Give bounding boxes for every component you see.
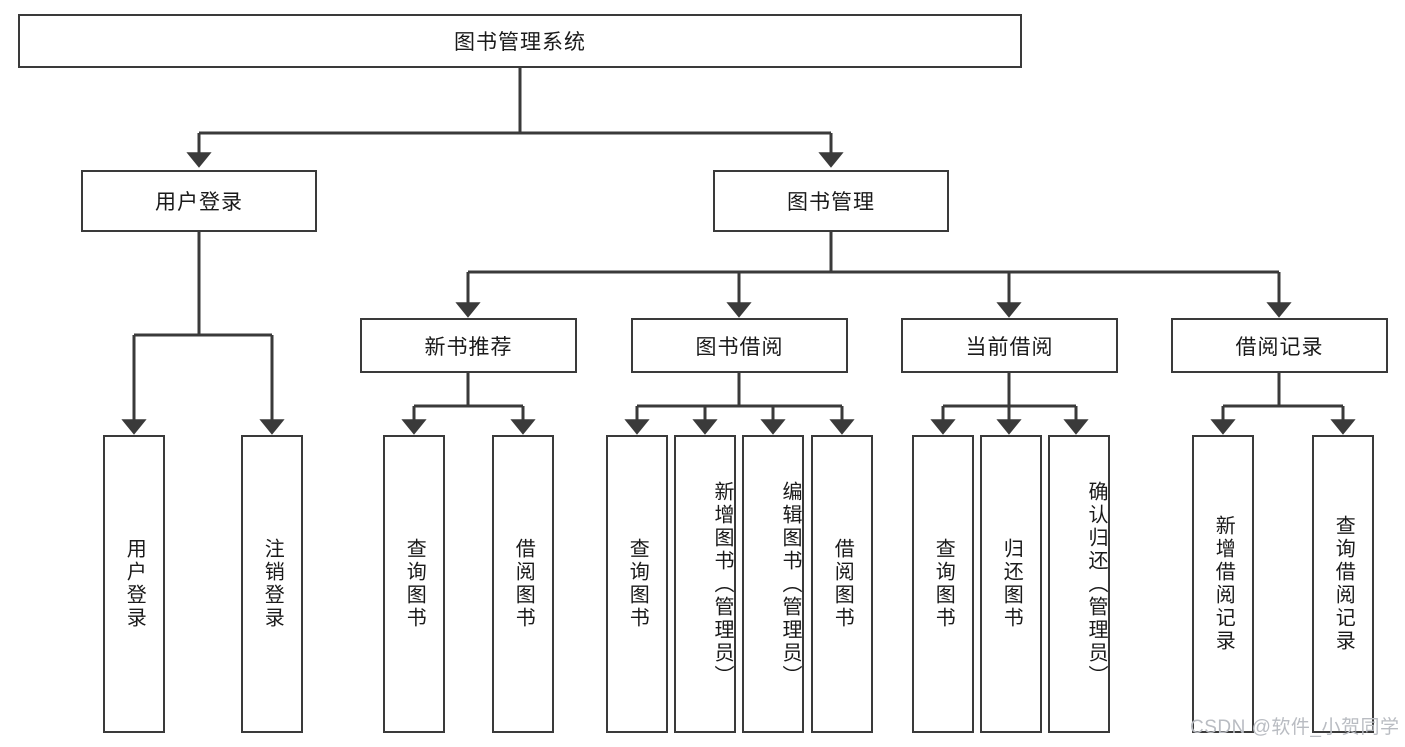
node-label: 查询图书 (932, 538, 955, 630)
node-label: 当前借阅 (965, 335, 1054, 359)
node-label: 确认归还（管理员） (1085, 480, 1107, 688)
node-book-management[interactable]: 图书管理 (713, 170, 949, 232)
node-label: 借阅图书 (512, 538, 535, 630)
leaf-edit-book-admin[interactable]: 编辑图书（管理员） (742, 435, 804, 733)
leaf-borrow-books-borrow[interactable]: 借阅图书 (811, 435, 873, 733)
leaf-add-book-admin[interactable]: 新增图书（管理员） (674, 435, 736, 733)
node-label: 新书推荐 (424, 335, 513, 359)
node-borrow-records[interactable]: 借阅记录 (1171, 318, 1388, 373)
leaf-user-login[interactable]: 用户登录 (103, 435, 165, 733)
node-root-library-system[interactable]: 图书管理系统 (18, 14, 1022, 68)
node-label: 查询图书 (626, 538, 649, 630)
node-label: 借阅记录 (1235, 335, 1324, 359)
leaf-query-borrow-record[interactable]: 查询借阅记录 (1312, 435, 1374, 733)
node-label: 查询图书 (403, 538, 426, 630)
leaf-query-books-borrow[interactable]: 查询图书 (606, 435, 668, 733)
node-label: 图书借阅 (695, 335, 784, 359)
node-label: 新增借阅记录 (1212, 515, 1235, 653)
node-label: 归还图书 (1000, 538, 1023, 630)
node-label: 用户登录 (155, 191, 243, 214)
leaf-confirm-return-admin[interactable]: 确认归还（管理员） (1048, 435, 1110, 733)
leaf-query-books-recommend[interactable]: 查询图书 (383, 435, 445, 733)
node-user-login[interactable]: 用户登录 (81, 170, 317, 232)
node-label: 图书管理系统 (454, 31, 586, 54)
node-label: 注销登录 (261, 538, 284, 630)
node-label: 编辑图书（管理员） (779, 480, 801, 688)
node-book-borrow[interactable]: 图书借阅 (631, 318, 848, 373)
node-label: 用户登录 (123, 538, 146, 630)
node-label: 图书管理 (787, 191, 875, 214)
leaf-query-books-current[interactable]: 查询图书 (912, 435, 974, 733)
node-new-book-recommend[interactable]: 新书推荐 (360, 318, 577, 373)
node-current-borrow[interactable]: 当前借阅 (901, 318, 1118, 373)
node-label: 新增图书（管理员） (711, 480, 733, 688)
leaf-return-books[interactable]: 归还图书 (980, 435, 1042, 733)
node-label: 借阅图书 (831, 538, 854, 630)
leaf-add-borrow-record[interactable]: 新增借阅记录 (1192, 435, 1254, 733)
leaf-borrow-books-recommend[interactable]: 借阅图书 (492, 435, 554, 733)
node-label: 查询借阅记录 (1332, 515, 1355, 653)
leaf-logout-login[interactable]: 注销登录 (241, 435, 303, 733)
